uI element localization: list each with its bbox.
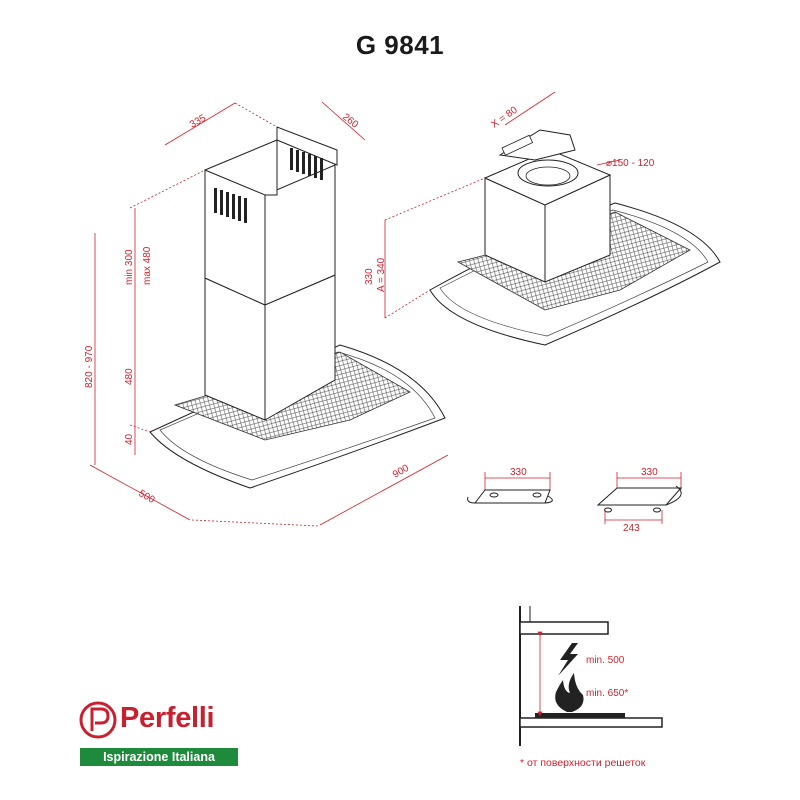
- installation-clearance-drawing: [519, 606, 663, 746]
- dim-depth: 500: [137, 488, 157, 506]
- dim-duct-diameter: ⌀150 - 120: [606, 158, 655, 169]
- wall-bracket-2: [596, 472, 683, 524]
- dim-glass-height: 40: [124, 433, 135, 445]
- dim-chimney-width: 335: [188, 113, 208, 131]
- main-hood-dimensions: [89, 101, 449, 527]
- motor-unit-drawing: [429, 129, 721, 346]
- dim-total-height: 820 - 970: [84, 345, 95, 388]
- brand-name: Perfelli: [120, 702, 215, 734]
- model-title: G 9841: [355, 30, 445, 60]
- clearance-gas-label: min. 650*: [586, 688, 628, 699]
- perfelli-logo-icon: [79, 701, 117, 739]
- brand-tagline: Ispirazione Italiana: [80, 748, 238, 766]
- main-hood-drawing: [149, 126, 446, 489]
- dim-bracket-width-1: 330: [510, 467, 527, 478]
- dim-chimney-height-min: min 300: [124, 249, 135, 285]
- dim-width: 900: [391, 463, 411, 481]
- dim-bracket-holes: 243: [623, 523, 640, 534]
- motor-unit-dimensions: [384, 91, 621, 319]
- dim-bracket-width-2: 330: [641, 467, 658, 478]
- wall-bracket-1: [467, 472, 553, 504]
- dim-chimney-height-max: max 480: [142, 246, 153, 285]
- dim-x-offset: X = 80: [489, 104, 520, 130]
- footnote: * от поверхности решеток: [520, 757, 646, 769]
- dim-motor-height: 330: [364, 268, 375, 285]
- dim-chimney-depth: 260: [340, 112, 360, 131]
- dim-a-height: A = 340: [376, 257, 387, 292]
- dim-body-height: 480: [124, 368, 135, 385]
- clearance-electric-label: min. 500: [586, 655, 625, 666]
- flame-icon: [555, 673, 584, 712]
- lightning-icon: [558, 643, 578, 676]
